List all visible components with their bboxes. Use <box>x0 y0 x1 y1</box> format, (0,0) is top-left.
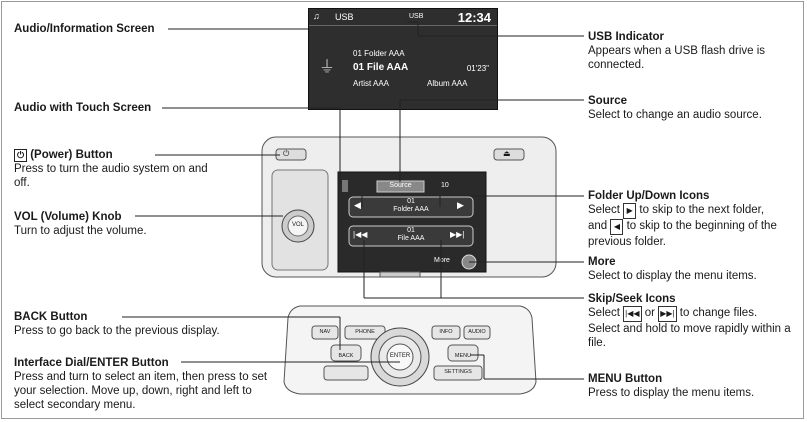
label-menu-button: MENU Button Press to display the menu it… <box>588 372 754 400</box>
label-source: Source Select to change an audio source. <box>588 94 762 122</box>
menu-button[interactable] <box>447 344 479 362</box>
touch-file-num: 01 <box>407 227 415 234</box>
touch-file: 01 File AAA <box>382 227 440 243</box>
menu-button-label: MENU <box>454 353 472 359</box>
skip-forward-icon[interactable]: ▶▶| <box>450 230 465 239</box>
label-folder-icons: Folder Up/Down Icons Select ▶ to skip to… <box>588 189 793 249</box>
source-title: Source <box>588 95 627 107</box>
eject-button[interactable] <box>493 148 525 161</box>
touch-folder: 01 Folder AAA <box>382 198 440 214</box>
more-desc: Select to display the menu items. <box>588 270 757 282</box>
audio-touch-screen-title: Audio with Touch Screen <box>14 102 152 114</box>
label-usb-indicator: USB Indicator Appears when a USB flash d… <box>588 30 783 72</box>
source-desc: Select to change an audio source. <box>588 109 762 121</box>
usb-device-icon: ⏚ <box>319 59 336 76</box>
back-button[interactable] <box>330 344 362 362</box>
audio-information-screen: ♫ USB USB 12:34 ⏚ 01 Folder AAA 01 File … <box>308 8 498 110</box>
usb-desc: Appears when a USB flash drive is connec… <box>588 45 766 71</box>
enter-label: ENTER <box>389 353 411 359</box>
skip-title: Skip/Seek Icons <box>588 293 676 305</box>
folder-desc-a: Select <box>588 204 620 216</box>
folder-desc-line2: and ◀ to skip to the beginning of the pr… <box>588 219 793 249</box>
touch-source-label: Source <box>389 182 412 189</box>
folder-control[interactable] <box>348 196 474 218</box>
label-skip-seek: Skip/Seek Icons Select |◀◀ or ▶▶| to cha… <box>588 292 793 350</box>
label-vol-knob: VOL (Volume) Knob Turn to adjust the vol… <box>14 210 147 238</box>
folder-desc-c: and <box>588 220 608 232</box>
eject-icon: ⏏ <box>503 149 511 158</box>
settings-button[interactable]: SETTINGS <box>444 369 472 375</box>
vol-desc: Turn to adjust the volume. <box>14 225 147 237</box>
screen-clock: 12:34 <box>457 10 491 25</box>
info-button[interactable]: INFO <box>439 329 453 335</box>
folder-up-icon[interactable]: ▶ <box>457 200 464 210</box>
touch-more: More <box>434 257 450 264</box>
usb-port-icon <box>342 180 348 192</box>
label-more: More Select to display the menu items. <box>588 255 757 283</box>
folder-desc-d: to skip to the beginning of the previous… <box>588 220 777 248</box>
more-title: More <box>588 256 616 268</box>
label-back-button: BACK Button Press to go back to the prev… <box>14 310 220 338</box>
dial-desc: Press and turn to select an item, then p… <box>14 371 268 411</box>
screen-album: Album AAA <box>427 79 468 88</box>
touch-track: 10 <box>441 182 449 189</box>
folder-desc: Select ▶ to skip to the next folder, <box>588 203 793 219</box>
power-icon-box: ⏻ <box>14 149 27 162</box>
power-icon: ⏻ <box>283 149 290 158</box>
touch-folder-num: 01 <box>407 198 415 205</box>
usb-indicator-icon: USB <box>409 13 424 20</box>
skip-desc-line1: Select |◀◀ or ▶▶| to change files. <box>588 306 793 322</box>
audio-info-screen-title: Audio/Information Screen <box>14 23 155 35</box>
folder-desc-b: to skip to the next folder, <box>639 204 765 216</box>
label-interface-dial: Interface Dial/ENTER Button Press and tu… <box>14 356 269 412</box>
screen-artist: Artist AAA <box>353 79 390 88</box>
power-title: (Power) Button <box>30 149 113 161</box>
usb-title: USB Indicator <box>588 31 665 43</box>
nav-button[interactable]: NAV <box>319 329 331 335</box>
skip-desc-c: to change files. <box>679 307 758 319</box>
prev-folder-icon: ◀ <box>610 219 624 235</box>
label-audio-touch-screen: Audio with Touch Screen <box>14 101 151 115</box>
file-control[interactable] <box>348 225 474 247</box>
screen-status-bar: ♫ USB USB 12:34 <box>309 9 497 26</box>
screen-time: 01'23" <box>466 64 489 73</box>
music-note-icon: ♫ <box>313 11 320 21</box>
menu-title: MENU Button <box>588 373 663 385</box>
skip-desc-b: or <box>644 307 655 319</box>
screen-source: USB <box>335 12 354 22</box>
folder-down-icon[interactable]: ◀ <box>354 200 361 210</box>
skip-back-glyph-icon: |◀◀ <box>623 306 642 322</box>
skip-desc-d: Select and hold to move rapidly within a… <box>588 323 791 349</box>
back-button-label: BACK <box>338 353 354 359</box>
screen-folder: 01 Folder AAA <box>353 49 405 58</box>
audio-button[interactable]: AUDIO <box>468 329 486 335</box>
skip-desc-a: Select <box>588 307 620 319</box>
touch-file-name: File AAA <box>397 235 425 242</box>
back-desc: Press to go back to the previous display… <box>14 325 220 337</box>
label-power-button: ⏻ (Power) Button Press to turn the audio… <box>14 148 219 190</box>
touch-folder-name: Folder AAA <box>393 206 429 213</box>
phone-button[interactable]: PHONE <box>355 329 375 335</box>
skip-forward-glyph-icon: ▶▶| <box>658 306 677 322</box>
screen-file: 01 File AAA <box>353 62 409 73</box>
menu-desc: Press to display the menu items. <box>588 387 755 399</box>
folder-title: Folder Up/Down Icons <box>588 190 710 202</box>
vol-title: VOL (Volume) Knob <box>14 211 122 223</box>
next-folder-icon: ▶ <box>623 203 637 219</box>
skip-back-icon[interactable]: |◀◀ <box>353 230 368 239</box>
dial-title: Interface Dial/ENTER Button <box>14 357 169 369</box>
label-audio-info-screen: Audio/Information Screen <box>14 22 155 36</box>
vol-knob-label: VOL <box>291 222 304 228</box>
back-title: BACK Button <box>14 311 88 323</box>
power-desc: Press to turn the audio system on and of… <box>14 163 208 189</box>
